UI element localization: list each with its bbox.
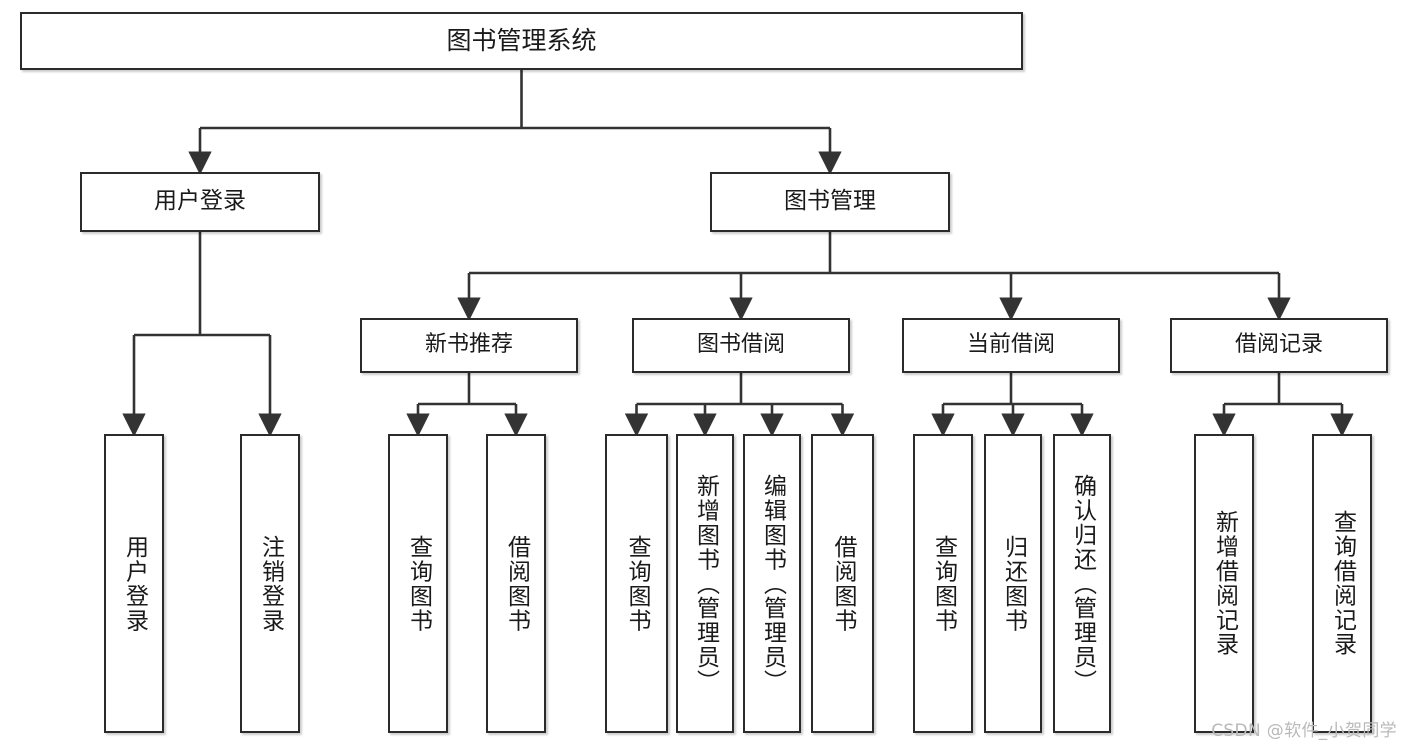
node-leaf-query-book-3[interactable]: 查询图书 — [913, 434, 973, 733]
node-leaf-query-book-2-label: 查询图书 — [624, 534, 650, 633]
node-leaf-add-record-label: 新增借阅记录 — [1211, 510, 1238, 657]
node-leaf-borrow-book-2-label: 借阅图书 — [830, 534, 856, 633]
node-root-system[interactable]: 图书管理系统 — [20, 12, 1023, 70]
node-new-book-rec[interactable]: 新书推荐 — [360, 318, 578, 373]
node-leaf-query-record[interactable]: 查询借阅记录 — [1312, 434, 1372, 733]
node-leaf-edit-book-label: 编辑图书（管理员） — [759, 473, 786, 694]
node-leaf-return-book[interactable]: 归还图书 — [984, 434, 1042, 733]
csdn-watermark: CSDN @软件_小贺同学 — [1211, 721, 1397, 741]
node-leaf-user-login[interactable]: 用户登录 — [104, 434, 164, 733]
node-leaf-query-record-label: 查询借阅记录 — [1329, 510, 1356, 657]
node-leaf-query-book-1-label: 查询图书 — [405, 534, 432, 633]
node-borrow-record[interactable]: 借阅记录 — [1170, 318, 1388, 373]
node-leaf-return-book-label: 归还图书 — [1000, 534, 1027, 633]
node-new-book-rec-label: 新书推荐 — [424, 332, 513, 358]
node-leaf-add-book-label: 新增图书（管理员） — [692, 473, 719, 694]
node-leaf-query-book-2[interactable]: 查询图书 — [605, 434, 668, 733]
node-leaf-borrow-book-1[interactable]: 借阅图书 — [486, 434, 546, 733]
node-book-manage-label: 图书管理 — [784, 188, 876, 215]
node-leaf-add-record[interactable]: 新增借阅记录 — [1194, 434, 1254, 733]
node-book-manage[interactable]: 图书管理 — [710, 172, 950, 232]
node-leaf-borrow-book-2[interactable]: 借阅图书 — [811, 434, 874, 733]
node-root-system-label: 图书管理系统 — [446, 26, 597, 55]
node-leaf-user-logout[interactable]: 注销登录 — [240, 434, 300, 733]
node-borrow-record-label: 借阅记录 — [1234, 332, 1323, 358]
node-leaf-edit-book[interactable]: 编辑图书（管理员） — [743, 434, 801, 733]
node-leaf-add-book[interactable]: 新增图书（管理员） — [676, 434, 734, 733]
node-leaf-user-logout-label: 注销登录 — [257, 534, 284, 633]
node-current-borrow-label: 当前借阅 — [966, 332, 1055, 358]
node-book-borrow[interactable]: 图书借阅 — [632, 318, 850, 373]
node-leaf-query-book-3-label: 查询图书 — [930, 534, 957, 633]
node-user-login[interactable]: 用户登录 — [80, 172, 320, 232]
node-leaf-query-book-1[interactable]: 查询图书 — [388, 434, 448, 733]
node-book-borrow-label: 图书借阅 — [696, 332, 785, 358]
node-current-borrow[interactable]: 当前借阅 — [902, 318, 1120, 373]
node-leaf-borrow-book-1-label: 借阅图书 — [503, 534, 530, 633]
node-leaf-confirm-return[interactable]: 确认归还（管理员） — [1053, 434, 1111, 733]
node-leaf-confirm-return-label: 确认归还（管理员） — [1069, 473, 1096, 694]
node-user-login-label: 用户登录 — [154, 188, 246, 215]
node-leaf-user-login-label: 用户登录 — [121, 534, 148, 633]
